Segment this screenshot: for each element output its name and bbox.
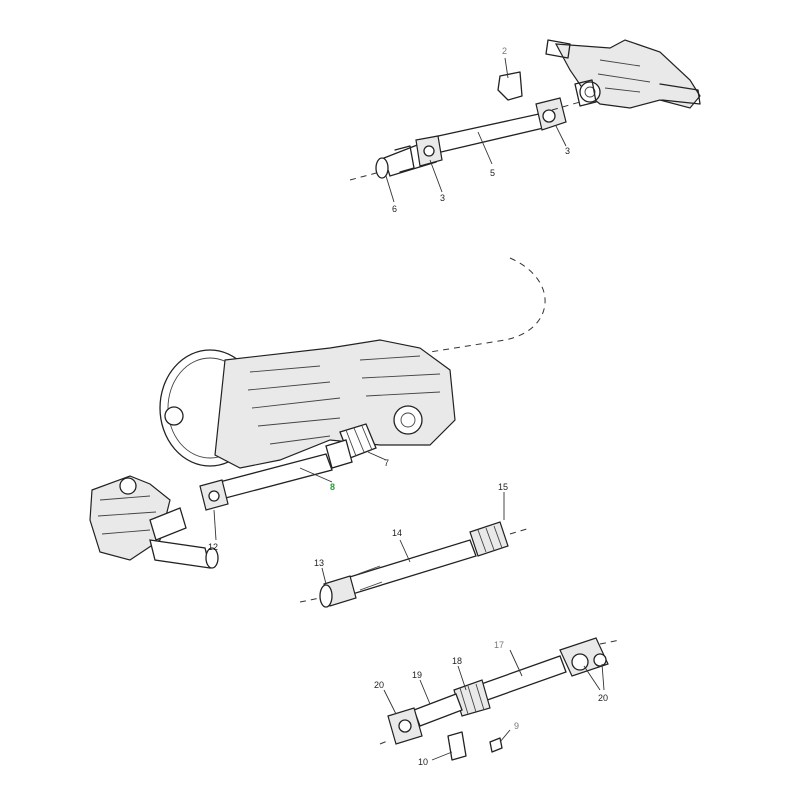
front-axle-assembly	[89, 475, 219, 569]
callout-19: 19	[412, 670, 422, 680]
callout-20-right: 20	[598, 693, 608, 703]
callout-6: 6	[392, 204, 397, 214]
callout-8[interactable]: 8	[330, 482, 335, 492]
callout-3-upper: 3	[565, 146, 570, 156]
callout-14: 14	[392, 528, 402, 538]
rear-axle-assembly	[545, 39, 701, 109]
callout-3-lower: 3	[440, 193, 445, 203]
callout-2: 2	[502, 46, 507, 56]
front-propshaft-8	[199, 439, 353, 541]
callout-17: 17	[494, 640, 504, 650]
rear-propshaft-5	[349, 57, 581, 203]
callout-labels: 2 3 5 3 6 7 8 15 14 12 13 17 18 19 20 20…	[208, 46, 608, 767]
callout-12: 12	[208, 542, 218, 552]
callout-13: 13	[314, 558, 324, 568]
callout-10: 10	[418, 757, 428, 767]
callout-9: 9	[514, 721, 519, 731]
callout-7: 7	[384, 458, 389, 468]
callout-15: 15	[498, 482, 508, 492]
propshaft-14	[299, 492, 531, 608]
callout-18: 18	[452, 656, 462, 666]
propshaft-17	[379, 637, 621, 761]
callout-20-left: 20	[374, 680, 384, 690]
gearbox-transfer-assembly	[159, 257, 546, 469]
callout-5: 5	[490, 168, 495, 178]
